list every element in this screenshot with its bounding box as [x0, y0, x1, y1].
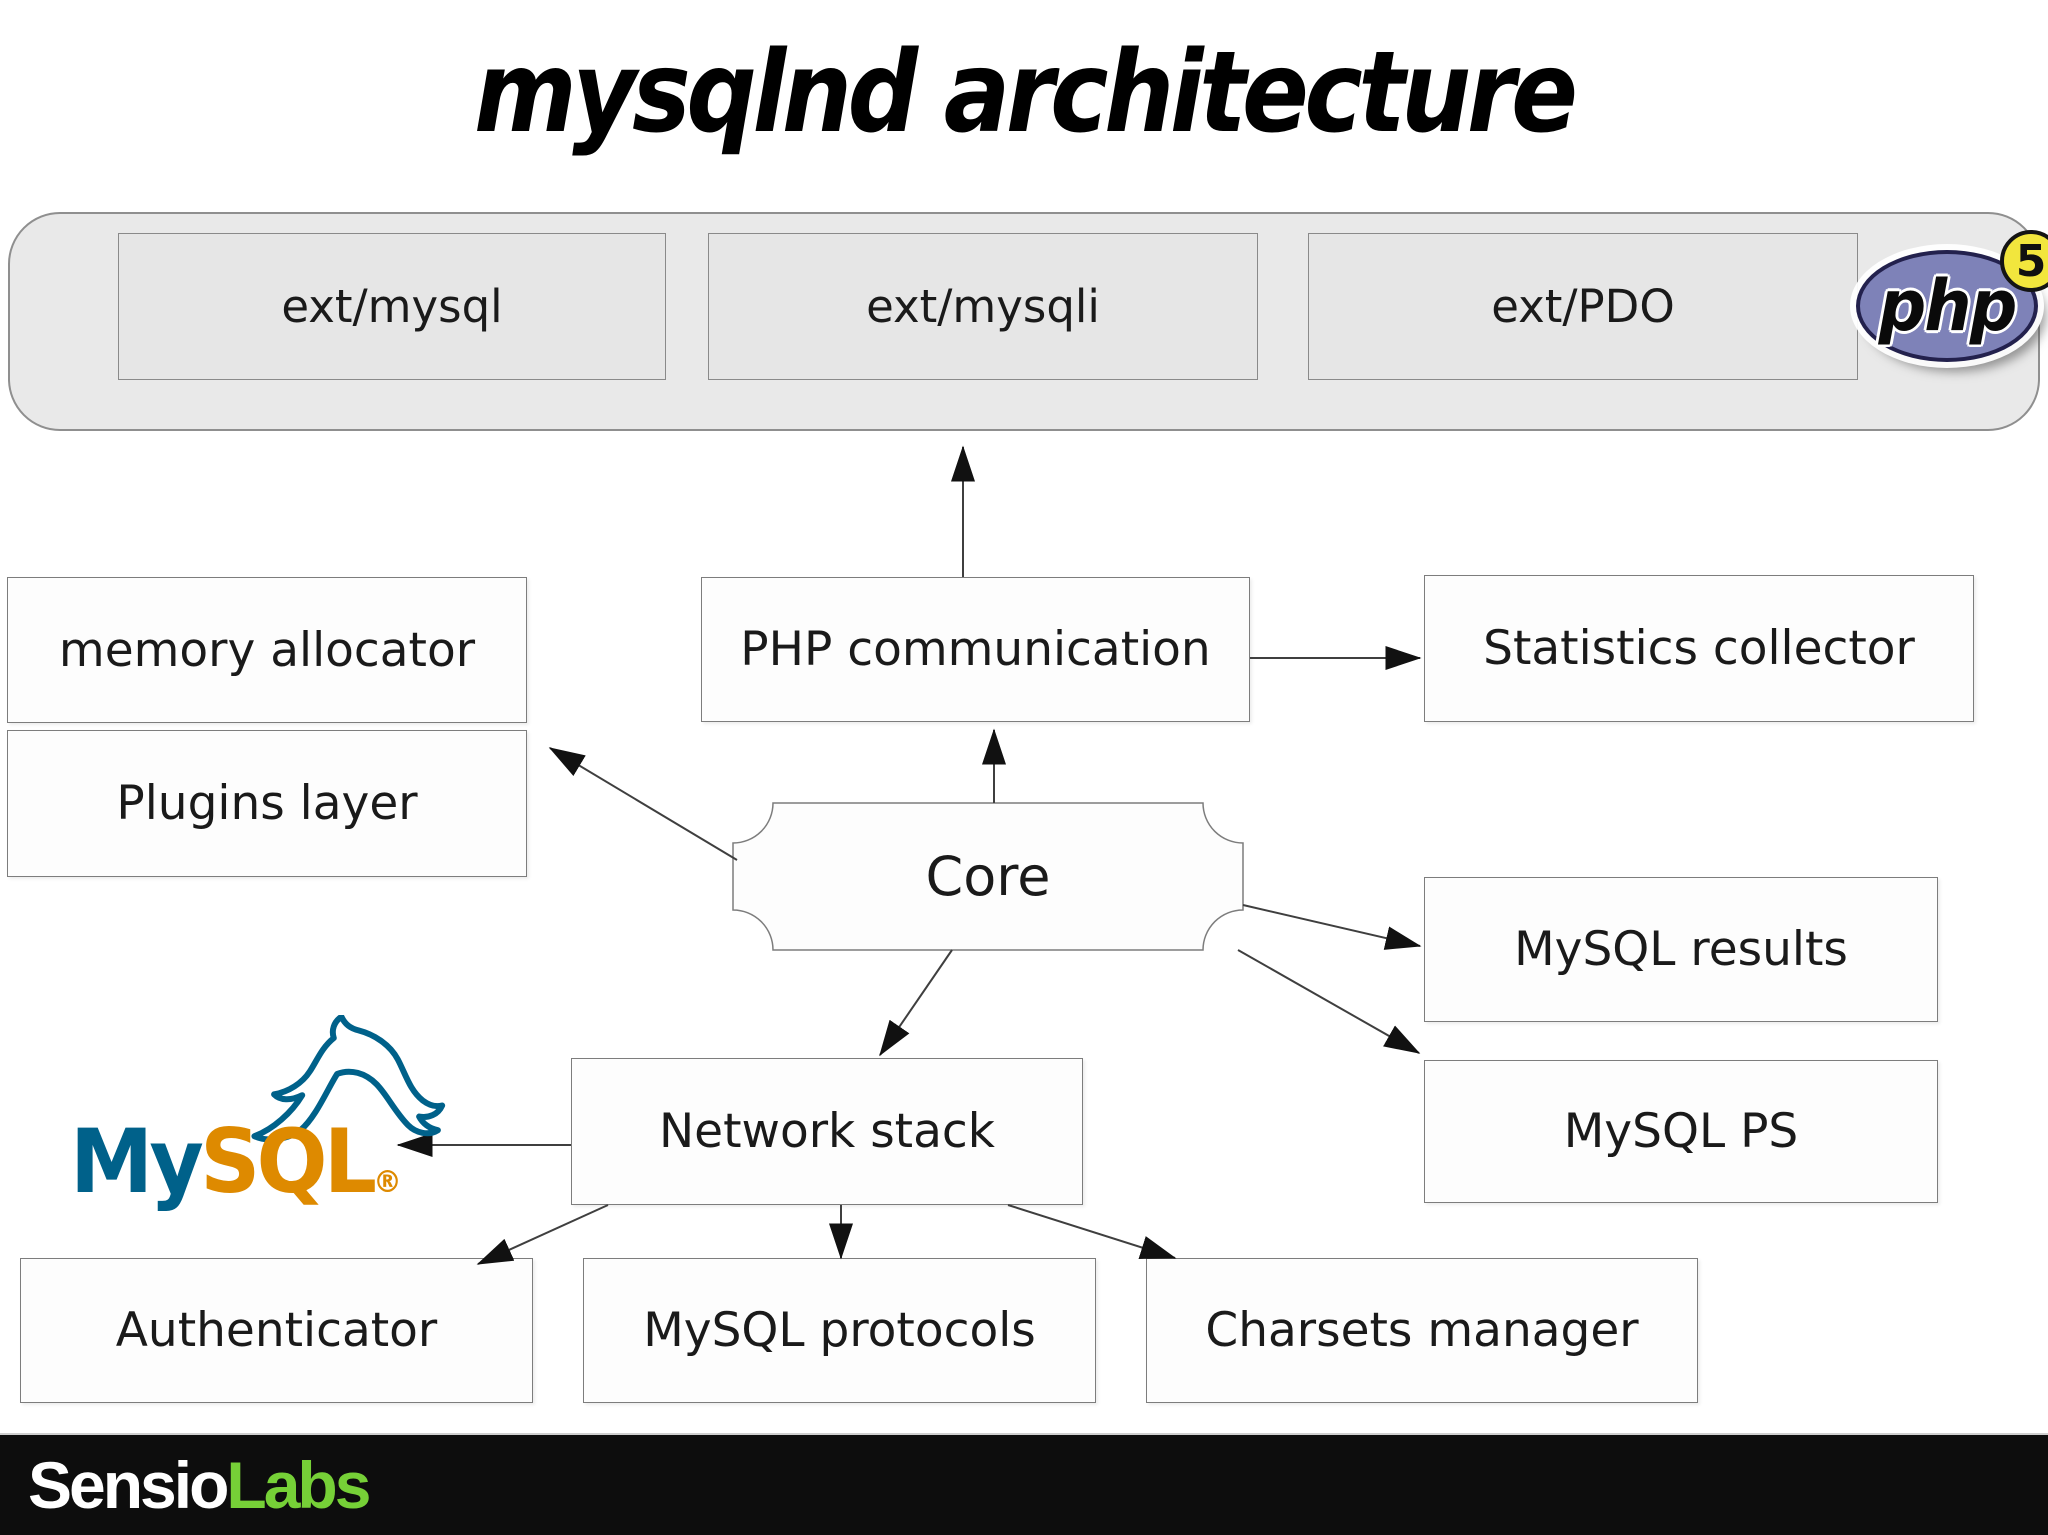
node-label: Network stack [659, 1104, 995, 1159]
php-logo-text: php [1878, 265, 2018, 347]
mysql-logo: MySQL® [70, 1015, 446, 1213]
arrow-core-to-network [879, 949, 953, 1057]
php-logo-icon: php 5 [1856, 230, 2048, 362]
node-label: MySQL results [1514, 922, 1848, 977]
node-label: Charsets manager [1205, 1303, 1639, 1358]
php-version-badge: 5 [2000, 230, 2048, 292]
footer-bar: SensioLabs [0, 1433, 2048, 1535]
arrow-core-to-plugins [548, 747, 738, 861]
node-php-communication: PHP communication [701, 577, 1250, 722]
node-ext-mysqli: ext/mysqli [708, 233, 1258, 380]
node-statistics-collector: Statistics collector [1424, 575, 1974, 722]
node-network-stack: Network stack [571, 1058, 1083, 1205]
node-core: Core [733, 803, 1243, 950]
mysql-wordmark-sql: SQL [200, 1110, 377, 1213]
registered-mark: ® [373, 1165, 402, 1200]
node-ext-mysql: ext/mysql [118, 233, 666, 380]
sensiolabs-logo-labs: Labs [226, 1448, 371, 1522]
node-label: ext/mysql [281, 280, 503, 333]
node-ext-pdo: ext/PDO [1308, 233, 1858, 380]
node-mysql-results: MySQL results [1424, 877, 1938, 1022]
mysql-wordmark: MySQL® [70, 1110, 402, 1213]
node-plugins-layer: Plugins layer [7, 730, 527, 877]
arrow-core-to-ps [1237, 949, 1421, 1054]
arrow-core-to-results [1242, 904, 1422, 950]
page-title: mysqlnd architecture [474, 28, 1578, 158]
node-label: Authenticator [115, 1303, 438, 1358]
node-label: MySQL PS [1563, 1104, 1799, 1159]
node-label: ext/mysqli [866, 280, 1100, 333]
node-label: PHP communication [740, 622, 1211, 677]
node-charsets-manager: Charsets manager [1146, 1258, 1698, 1403]
sensiolabs-logo-sensio: Sensio [28, 1448, 229, 1522]
arrow-network-to-charsets [1007, 1204, 1177, 1260]
node-label: Statistics collector [1483, 621, 1915, 676]
node-label: memory allocator [58, 622, 476, 678]
node-mysql-ps: MySQL PS [1424, 1060, 1938, 1203]
node-label: Plugins layer [116, 776, 418, 831]
node-label: ext/PDO [1491, 280, 1675, 333]
sensiolabs-logo: SensioLabs [28, 1447, 371, 1523]
mysql-dolphin-icon [251, 1015, 446, 1143]
node-authenticator: Authenticator [20, 1258, 533, 1403]
node-memory-allocator: memory allocator [7, 577, 527, 723]
node-label: Core [925, 845, 1051, 908]
node-mysql-protocols: MySQL protocols [583, 1258, 1096, 1403]
mysql-wordmark-my: My [70, 1110, 204, 1213]
arrow-network-to-auth [476, 1204, 609, 1265]
node-label: MySQL protocols [643, 1303, 1036, 1358]
